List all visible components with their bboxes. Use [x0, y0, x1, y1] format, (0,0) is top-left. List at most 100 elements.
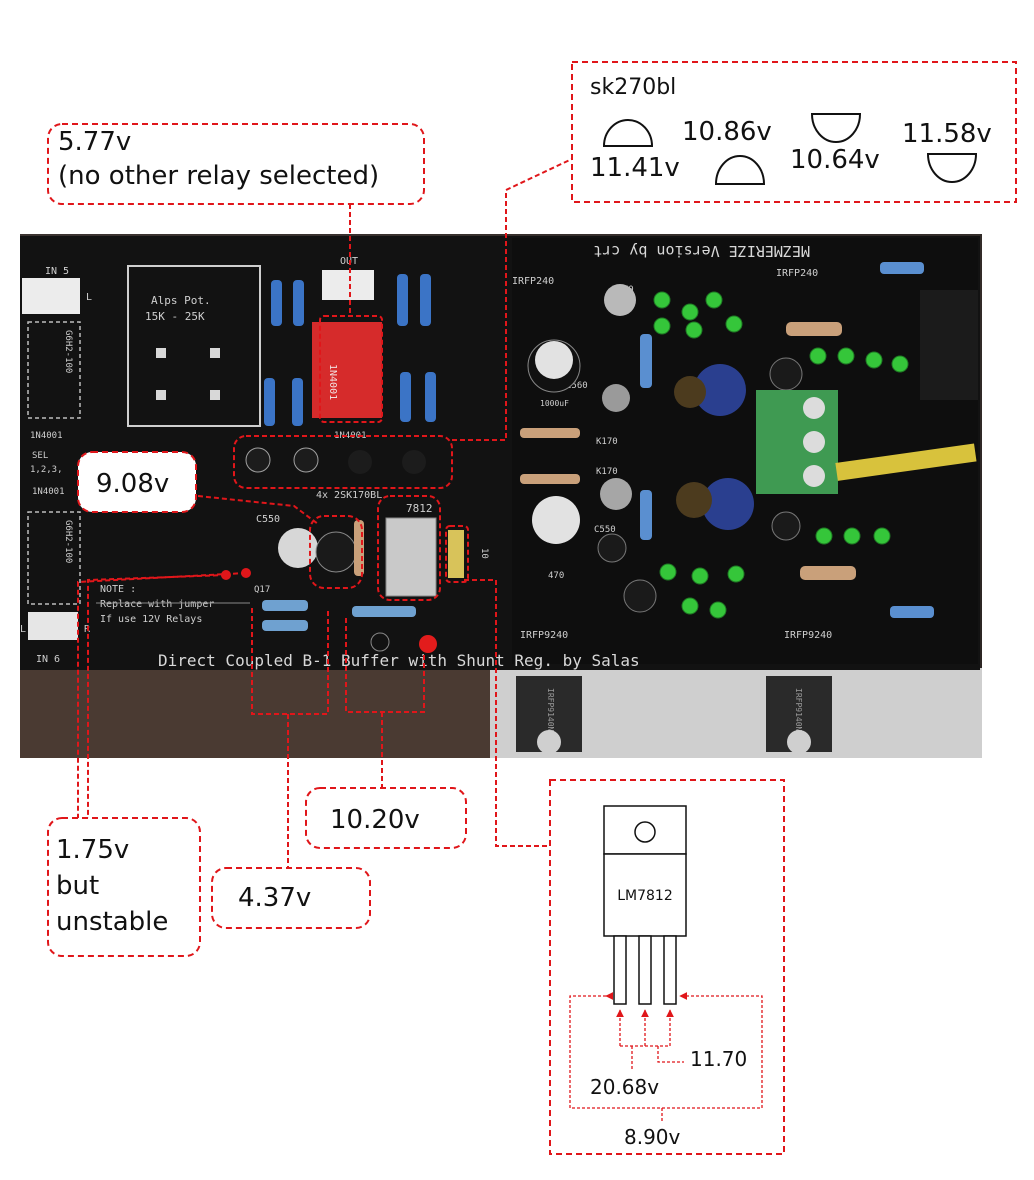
silk-k170b: K170	[596, 437, 618, 447]
voltage-4v: 4.37v	[238, 883, 311, 913]
electrolytic-cap	[694, 364, 746, 416]
leader-4v37-box	[251, 608, 329, 715]
resistor-bottom	[262, 620, 308, 631]
terminal-screw	[803, 431, 825, 453]
silk-irfp9240b: IRFP9240	[784, 630, 832, 641]
output-connector	[28, 612, 78, 640]
resistor-blue	[890, 606, 934, 618]
yellow-wire	[835, 443, 977, 481]
jfet-highlight	[233, 435, 453, 489]
pot-pad	[156, 348, 166, 358]
mosfet-hole	[787, 730, 811, 754]
terminal-screw	[803, 465, 825, 487]
pin-voltage-left: 20.68v	[590, 1075, 659, 1099]
relay1-footprint	[27, 321, 81, 419]
silk-diode1: 1N4001	[30, 431, 63, 441]
transistor	[623, 579, 657, 613]
jfet-label: 4x 2SK170BL	[316, 490, 382, 501]
callout-1v75	[47, 817, 201, 957]
relay-voltage: 5.77v	[58, 127, 131, 157]
reg-body	[603, 853, 687, 937]
pad-ring	[370, 632, 390, 652]
probe-loop	[569, 992, 763, 1109]
jfet-symbol-down	[810, 113, 862, 143]
silk-sel: SEL	[32, 451, 48, 461]
voltage-1v75-unstable: unstable	[56, 907, 168, 937]
silk-cap-val: 1000uF	[540, 399, 569, 408]
electrolytic-cap	[702, 478, 754, 530]
callout-10v	[305, 787, 467, 849]
mosfet-part-2: IRFP9140N	[794, 688, 803, 732]
big-capacitor-2	[532, 496, 580, 544]
reg-part: LM7812	[617, 888, 673, 904]
pot-footprint	[127, 265, 261, 427]
transistor	[771, 511, 801, 541]
pot-pad	[156, 390, 166, 400]
transistor	[769, 357, 803, 391]
pcb-board-right	[512, 238, 978, 664]
callout-9v	[77, 451, 197, 513]
resistor-group	[264, 274, 436, 426]
voltage-1v75: 1.75v	[56, 835, 129, 865]
wire-bundle	[920, 290, 978, 400]
silk-relay1: G6H2-100	[63, 330, 73, 373]
reg-highlight	[377, 495, 441, 601]
resistor-beige	[520, 474, 580, 484]
silk-irfp240a: IRFP240	[512, 276, 554, 287]
note-line-3: If use 12V Relays	[100, 614, 202, 625]
resistor-beige	[786, 322, 842, 336]
resistor-blue	[640, 490, 652, 540]
leader-10v2-box	[345, 618, 425, 713]
transistor-k170	[600, 478, 632, 510]
jfet-header: sk270bl	[590, 75, 676, 100]
silk-q: Q17	[254, 585, 270, 595]
callout-4v	[211, 867, 371, 929]
pcb-title: MEZMERIZE Version by crt	[593, 242, 810, 260]
reg-tab-hole	[634, 821, 656, 843]
resistor-blue	[640, 334, 652, 388]
reg-pin-output	[663, 935, 677, 1005]
jfet-symbol-up	[602, 119, 654, 147]
pot-range: 15K - 25K	[145, 310, 205, 323]
probe-line	[657, 1046, 684, 1063]
led-cluster	[653, 291, 909, 619]
led-red	[419, 635, 437, 653]
cap-highlight	[445, 525, 469, 583]
pot-label: Alps Pot.	[151, 294, 211, 307]
voltage-1v75-but: but	[56, 871, 99, 901]
reg-pin-input	[613, 935, 627, 1005]
silk-k170c: K170	[596, 467, 618, 477]
mosfet-hole	[537, 730, 561, 754]
silk-in5: IN 5	[45, 266, 69, 277]
relay2-footprint	[27, 511, 81, 605]
jfet-symbol-up	[714, 155, 766, 185]
jfet-symbol-down	[926, 153, 978, 183]
probe-line	[645, 1009, 674, 1047]
pot-pad	[210, 348, 220, 358]
voltage-9v: 9.08v	[96, 469, 169, 499]
silk-r10: 10	[479, 548, 489, 559]
relay	[312, 322, 382, 418]
jfet-row	[245, 447, 426, 474]
cap-yellow	[448, 530, 464, 578]
transistor-highlight	[309, 515, 363, 589]
silk-in6: IN 6	[36, 654, 60, 665]
pcb-photo: MEZMERIZE Version by crt Alps Pot. 15K -…	[20, 234, 982, 758]
relay-highlight	[319, 315, 383, 423]
silk-r470: 470	[548, 571, 564, 581]
callout-jfet	[571, 61, 1017, 203]
silk-relay2: G6H2-100	[63, 520, 73, 563]
silk-sel-nums: 1,2,3,	[30, 465, 63, 475]
jfet-v4: 11.58v	[902, 119, 992, 149]
silk-irfp9240a: IRFP9240	[520, 630, 568, 641]
voltage-10v: 10.20v	[330, 805, 420, 835]
silk-c550b: C550	[594, 525, 616, 535]
silk-c560: C560	[566, 381, 588, 391]
resistor-beige	[520, 428, 580, 438]
silk-reg-label: 7812	[406, 502, 433, 515]
capacitor	[278, 528, 318, 568]
resistor-beige	[800, 566, 856, 580]
note-line-2: Replace with jumper	[100, 599, 214, 610]
mosfet-part-1: IRFP9140N	[546, 688, 555, 732]
input-connector	[22, 278, 80, 314]
